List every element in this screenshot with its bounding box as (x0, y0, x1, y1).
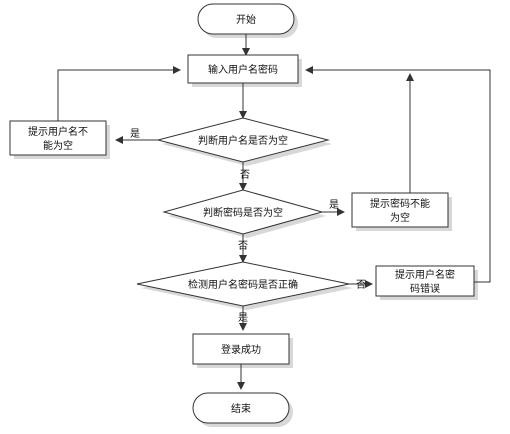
login-success-label: 登录成功 (221, 343, 261, 356)
prompt-credentials-error-line1: 提示用户名密 (395, 268, 455, 281)
end-label: 结束 (231, 402, 251, 415)
prompt-password-empty-line2: 为空 (390, 211, 410, 224)
prompt-credentials-error-line2: 码错误 (410, 282, 440, 295)
check-password-empty-label: 判断密码是否为空 (203, 206, 283, 219)
login-success-node: 登录成功 (192, 333, 293, 368)
edge-no-3-label: 否 (356, 279, 366, 291)
start-label: 开始 (236, 13, 256, 26)
edge-no-2-label: 否 (238, 240, 248, 252)
end-node: 结束 (192, 392, 293, 427)
edge-yes-2-label: 是 (329, 199, 339, 211)
start-node: 开始 (197, 3, 298, 38)
edge-loop-1 (57, 66, 181, 121)
check-credentials-node: 检测用户名密码是否正确 (136, 261, 353, 310)
prompt-username-empty-line1: 提示用户名不 (28, 125, 88, 138)
input-node: 输入用户名密码 (187, 54, 302, 87)
prompt-password-empty-line1: 提示密码不能 (370, 197, 430, 210)
edge-yes-1-label: 是 (130, 128, 140, 140)
edge-no-1-label: 否 (240, 169, 250, 181)
check-username-empty-node: 判断用户名是否为空 (156, 117, 332, 166)
prompt-username-empty-line2: 能为空 (43, 139, 73, 152)
edge-loop-3 (305, 66, 491, 283)
check-credentials-label: 检测用户名密码是否正确 (188, 278, 298, 291)
prompt-password-empty-node: 提示密码不能 为空 (351, 192, 452, 231)
check-password-empty-node: 判断密码是否为空 (162, 189, 326, 238)
prompt-username-empty-node: 提示用户名不 能为空 (9, 120, 110, 159)
prompt-credentials-error-node: 提示用户名密 码错误 (375, 265, 478, 300)
check-username-empty-label: 判断用户名是否为空 (198, 134, 288, 147)
input-label: 输入用户名密码 (208, 63, 278, 76)
edge-yes-3-label: 是 (238, 312, 248, 324)
